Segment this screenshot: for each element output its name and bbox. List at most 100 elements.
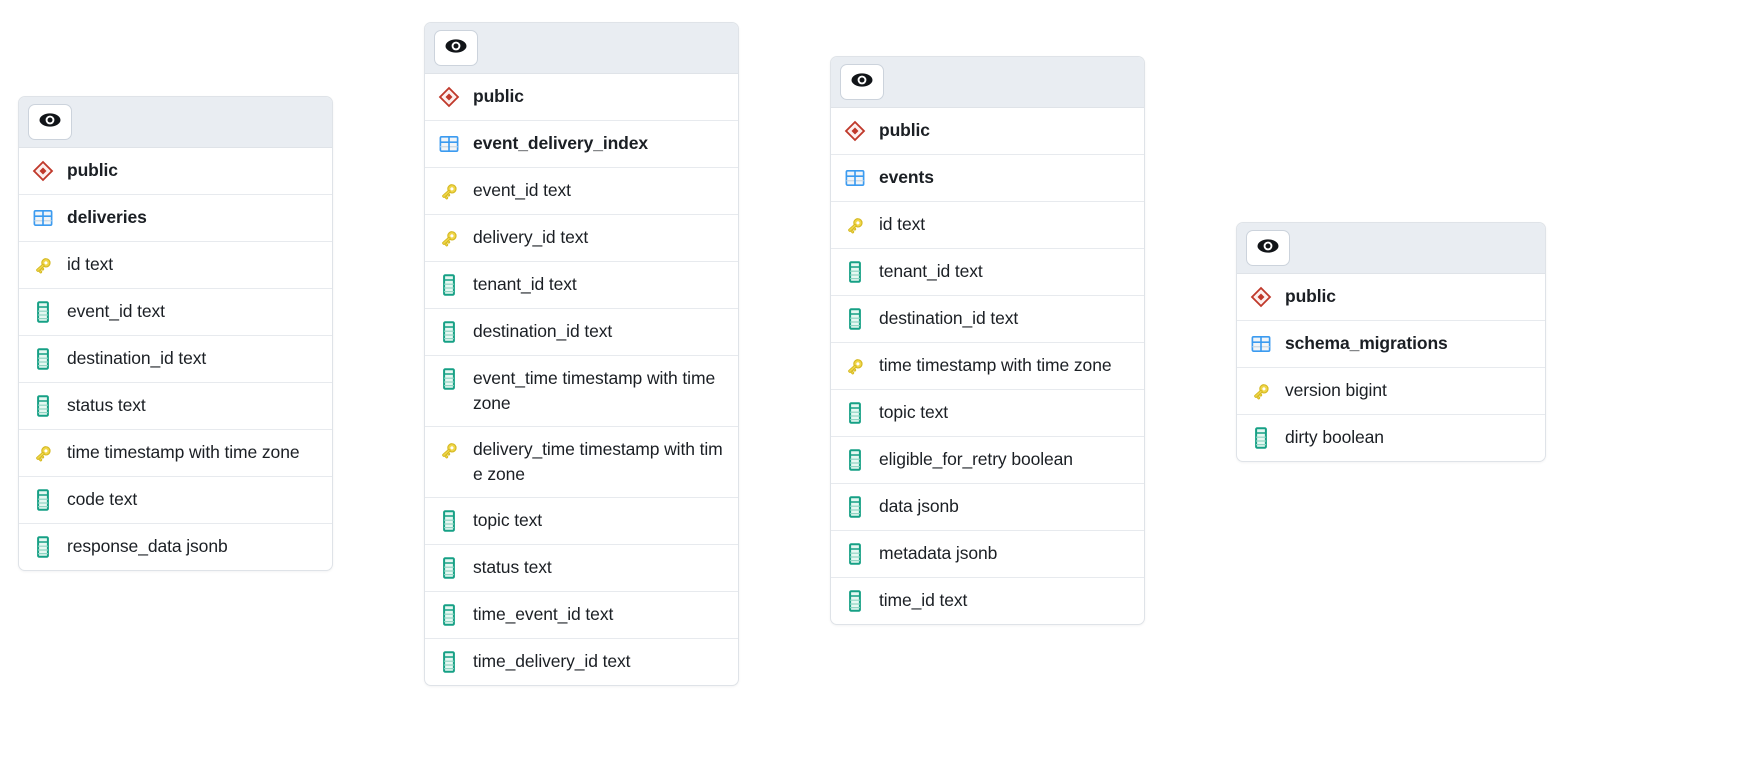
column-row[interactable]: id text	[19, 242, 332, 289]
row-label: deliveries	[67, 207, 147, 227]
column-icon	[844, 494, 866, 520]
column-icon	[32, 487, 54, 513]
column-row[interactable]: metadata jsonb	[831, 531, 1144, 578]
primary-key-icon	[1250, 378, 1272, 404]
column-row[interactable]: status text	[425, 545, 738, 592]
column-row[interactable]: time_id text	[831, 578, 1144, 624]
column-label: destination_id text	[67, 348, 207, 368]
column-label: time timestamp with time zone	[67, 442, 300, 462]
card-header	[1237, 223, 1545, 274]
column-label: event_time timestamp with time zone	[473, 368, 716, 413]
table-grid-icon	[438, 131, 460, 157]
primary-key-icon	[438, 437, 460, 463]
column-icon	[438, 508, 460, 534]
column-row[interactable]: version bigint	[1237, 368, 1545, 415]
column-label: topic text	[879, 402, 949, 422]
row-label: public	[879, 120, 930, 140]
table-name-row[interactable]: event_delivery_index	[425, 121, 738, 168]
column-icon	[438, 602, 460, 628]
primary-key-icon	[32, 252, 54, 278]
column-icon	[438, 272, 460, 298]
column-icon	[844, 306, 866, 332]
column-row[interactable]: destination_id text	[19, 336, 332, 383]
column-label: delivery_id text	[473, 227, 589, 247]
column-label: time_event_id text	[473, 604, 614, 624]
eye-icon-button[interactable]	[28, 104, 72, 140]
schema-row[interactable]: public	[19, 148, 332, 195]
column-icon	[32, 299, 54, 325]
column-row[interactable]: eligible_for_retry boolean	[831, 437, 1144, 484]
column-row[interactable]: response_data jsonb	[19, 524, 332, 570]
table-card-event_delivery_index[interactable]: public event_delivery_index event_id text d…	[424, 22, 739, 686]
schema-row[interactable]: public	[425, 74, 738, 121]
column-row[interactable]: dirty boolean	[1237, 415, 1545, 461]
eye-icon-button[interactable]	[434, 30, 478, 66]
card-header	[831, 57, 1144, 108]
column-label: id text	[879, 214, 925, 234]
column-row[interactable]: id text	[831, 202, 1144, 249]
table-grid-icon	[32, 205, 54, 231]
column-row[interactable]: event_time timestamp with time zone	[425, 356, 738, 427]
column-icon	[844, 400, 866, 426]
column-row[interactable]: destination_id text	[425, 309, 738, 356]
schema-row[interactable]: public	[831, 108, 1144, 155]
schema-diamond-icon	[1250, 284, 1272, 310]
column-row[interactable]: topic text	[425, 498, 738, 545]
column-row[interactable]: status text	[19, 383, 332, 430]
column-label: tenant_id text	[879, 261, 983, 281]
column-row[interactable]: tenant_id text	[831, 249, 1144, 296]
schema-diamond-icon	[438, 84, 460, 110]
column-row[interactable]: time timestamp with time zone	[831, 343, 1144, 390]
row-label: event_delivery_index	[473, 133, 649, 153]
column-label: dirty boolean	[1285, 427, 1384, 447]
column-row[interactable]: data jsonb	[831, 484, 1144, 531]
schema-diamond-icon	[32, 158, 54, 184]
primary-key-icon	[844, 212, 866, 238]
column-icon	[844, 259, 866, 285]
column-label: eligible_for_retry boolean	[879, 449, 1073, 469]
column-row[interactable]: time_delivery_id text	[425, 639, 738, 685]
column-label: status text	[473, 557, 552, 577]
column-icon	[32, 346, 54, 372]
column-row[interactable]: event_id text	[19, 289, 332, 336]
column-row[interactable]: code text	[19, 477, 332, 524]
column-row[interactable]: delivery_id text	[425, 215, 738, 262]
eye-icon	[444, 34, 468, 63]
schema-diamond-icon	[844, 118, 866, 144]
card-header	[425, 23, 738, 74]
column-row[interactable]: destination_id text	[831, 296, 1144, 343]
column-row[interactable]: event_id text	[425, 168, 738, 215]
column-label: id text	[67, 254, 113, 274]
column-row[interactable]: delivery_time timestamp with time zone	[425, 427, 738, 498]
column-label: metadata jsonb	[879, 543, 998, 563]
column-row[interactable]: time_event_id text	[425, 592, 738, 639]
column-icon	[438, 649, 460, 675]
column-icon	[844, 447, 866, 473]
column-icon	[844, 588, 866, 614]
row-label: public	[67, 160, 118, 180]
column-icon	[438, 555, 460, 581]
column-label: destination_id text	[879, 308, 1019, 328]
table-name-row[interactable]: schema_migrations	[1237, 321, 1545, 368]
table-name-row[interactable]: deliveries	[19, 195, 332, 242]
column-row[interactable]: time timestamp with time zone	[19, 430, 332, 477]
column-row[interactable]: topic text	[831, 390, 1144, 437]
table-card-deliveries[interactable]: public deliveries id text event_id text dest…	[18, 96, 333, 571]
primary-key-icon	[844, 353, 866, 379]
eye-icon-button[interactable]	[1246, 230, 1290, 266]
column-row[interactable]: tenant_id text	[425, 262, 738, 309]
table-card-events[interactable]: public events id text tenant_id text destina…	[830, 56, 1145, 625]
table-name-row[interactable]: events	[831, 155, 1144, 202]
eye-icon	[1256, 234, 1280, 263]
primary-key-icon	[32, 440, 54, 466]
column-label: time_delivery_id text	[473, 651, 631, 671]
column-label: version bigint	[1285, 380, 1387, 400]
eye-icon-button[interactable]	[840, 64, 884, 100]
eye-icon	[850, 68, 874, 97]
schema-row[interactable]: public	[1237, 274, 1545, 321]
column-icon	[438, 366, 460, 392]
column-label: response_data jsonb	[67, 536, 228, 556]
eye-icon	[38, 108, 62, 137]
